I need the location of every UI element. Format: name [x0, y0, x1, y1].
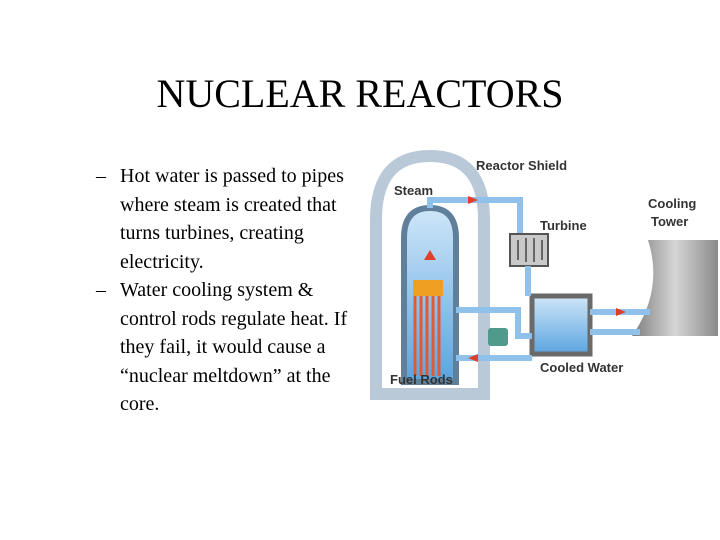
- flow-arrow-icon: [616, 308, 626, 316]
- bullet-dash: –: [96, 165, 106, 187]
- bullet-text: Water cooling system & control rods regu…: [120, 279, 348, 415]
- label-reactor-shield: Reactor Shield: [476, 158, 567, 173]
- fuel-top: [413, 280, 443, 296]
- flow-arrow-icon: [468, 354, 478, 362]
- bullet-item: – Water cooling system & control rods re…: [96, 276, 358, 419]
- bullet-list: – Hot water is passed to pipes where ste…: [96, 162, 358, 419]
- label-turbine: Turbine: [540, 218, 587, 233]
- cooling-tower: [632, 240, 718, 336]
- fuel-rods: [413, 296, 441, 376]
- label-cooling-tower-2: Tower: [651, 214, 688, 229]
- bullet-dash: –: [96, 279, 106, 301]
- bullet-text: Hot water is passed to pipes where steam…: [120, 165, 344, 273]
- pump: [488, 328, 508, 346]
- condenser: [529, 293, 593, 357]
- slide-title: NUCLEAR REACTORS: [156, 71, 564, 116]
- label-fuel-rods: Fuel Rods: [390, 372, 453, 387]
- reactor-diagram: Reactor Shield Steam Turbine Cooling Tow…: [370, 150, 718, 400]
- turbine: [509, 233, 549, 267]
- label-steam: Steam: [394, 183, 433, 198]
- label-cooled-water: Cooled Water: [540, 360, 623, 375]
- up-arrow-icon: [424, 250, 436, 260]
- label-cooling-tower-1: Cooling: [648, 196, 696, 211]
- flow-arrow-icon: [468, 196, 478, 204]
- bullet-item: – Hot water is passed to pipes where ste…: [96, 162, 358, 276]
